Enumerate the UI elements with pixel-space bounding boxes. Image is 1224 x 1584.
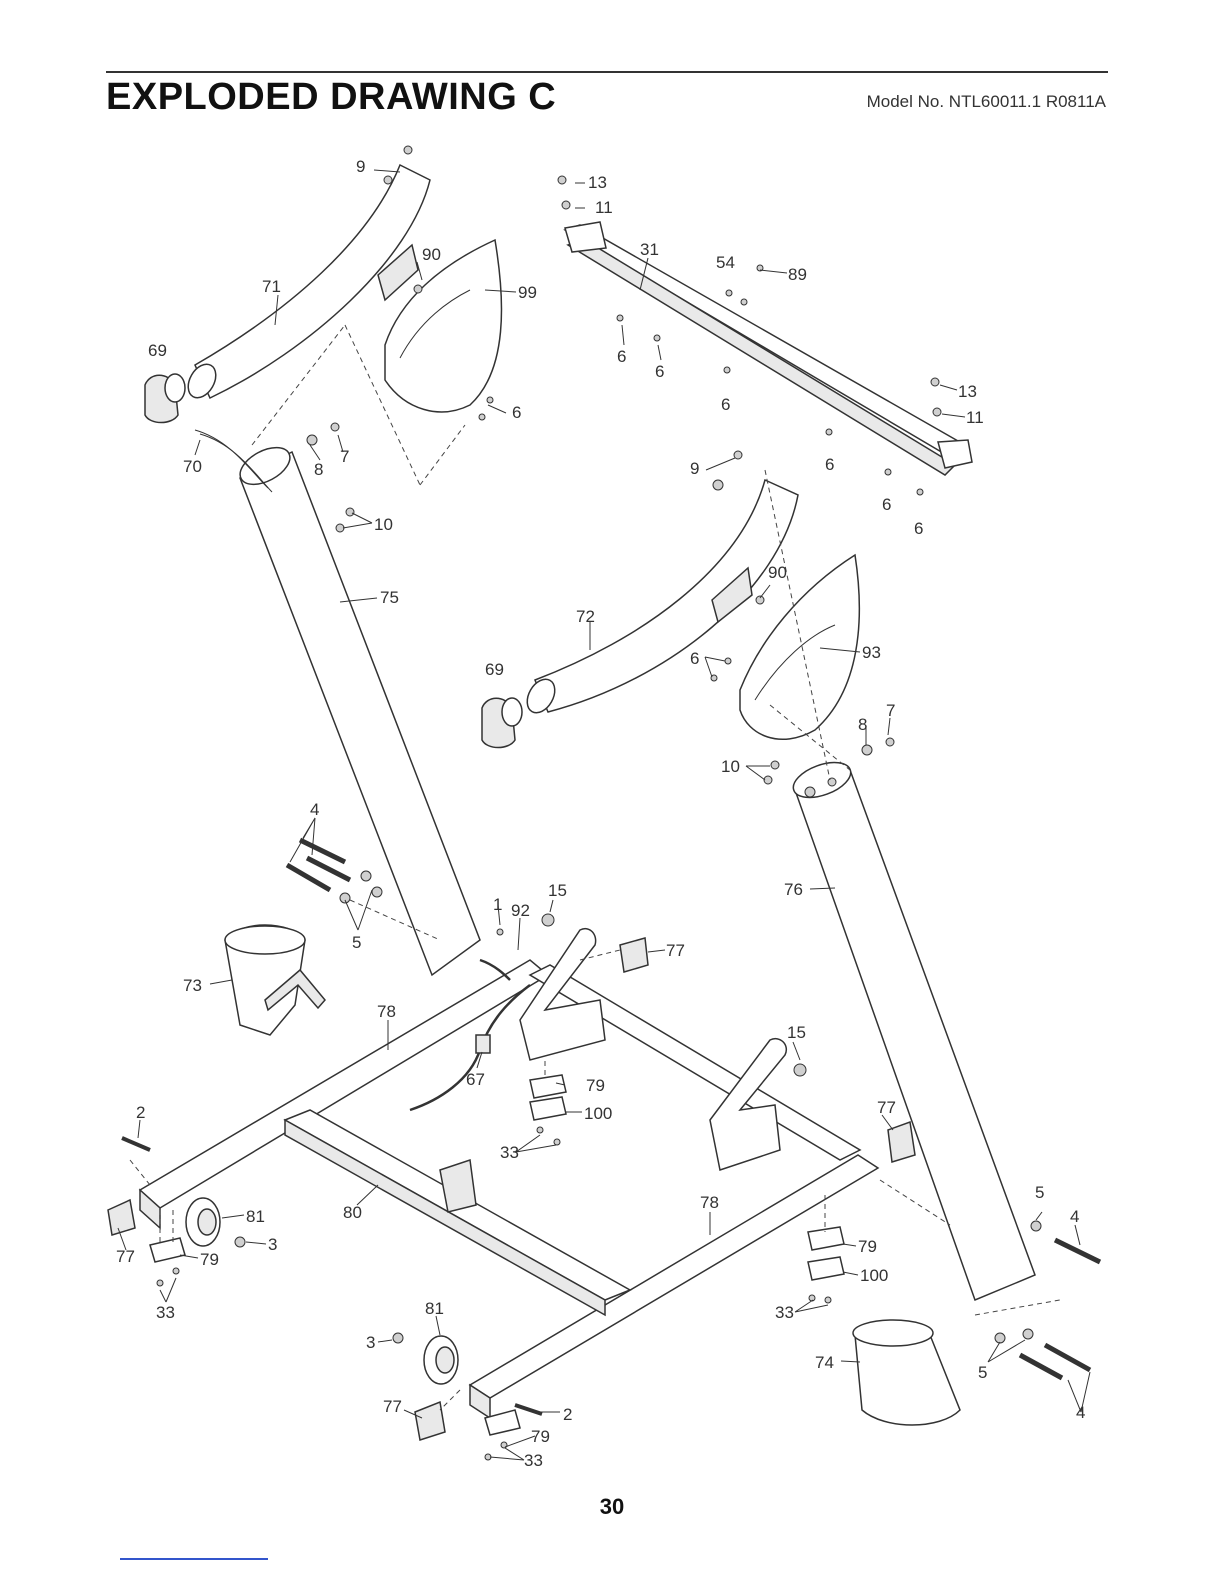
callout-77: 77 xyxy=(383,1397,402,1416)
upright-76 xyxy=(789,756,1035,1300)
callout-10: 10 xyxy=(374,515,393,534)
callout-9: 9 xyxy=(690,459,699,478)
callout-74: 74 xyxy=(815,1353,834,1372)
callout-6: 6 xyxy=(617,347,626,366)
callout-11: 11 xyxy=(595,198,613,217)
callout-69: 69 xyxy=(485,660,504,679)
base-cover-74 xyxy=(853,1320,960,1425)
callout-7: 7 xyxy=(886,701,895,720)
callout-81: 81 xyxy=(246,1207,265,1226)
callout-9: 9 xyxy=(356,157,365,176)
callout-7: 7 xyxy=(340,447,349,466)
callout-4: 4 xyxy=(310,800,319,819)
callout-92: 92 xyxy=(511,901,530,920)
callout-1: 1 xyxy=(493,895,502,914)
callout-81: 81 xyxy=(425,1299,444,1318)
callout-90: 90 xyxy=(422,245,441,264)
callout-5: 5 xyxy=(1035,1183,1044,1202)
callout-13: 13 xyxy=(588,173,607,192)
callout-54: 54 xyxy=(716,253,735,272)
callout-77: 77 xyxy=(666,941,685,960)
callout-33: 33 xyxy=(524,1451,543,1470)
callout-75: 75 xyxy=(380,588,399,607)
callout-78: 78 xyxy=(377,1002,396,1021)
footer-link-underline[interactable] xyxy=(120,1558,268,1560)
callout-100: 100 xyxy=(584,1104,612,1123)
callout-11: 11 xyxy=(966,408,984,427)
callout-3: 3 xyxy=(268,1235,277,1254)
callout-71: 71 xyxy=(262,277,281,296)
callout-90: 90 xyxy=(768,563,787,582)
callout-33: 33 xyxy=(500,1143,519,1162)
wheel-81-left xyxy=(186,1198,220,1246)
callout-8: 8 xyxy=(858,715,867,734)
callout-79: 79 xyxy=(858,1237,877,1256)
callout-76: 76 xyxy=(784,880,803,899)
callout-93: 93 xyxy=(862,643,881,662)
callout-15: 15 xyxy=(787,1023,806,1042)
side-cover-93 xyxy=(740,555,859,739)
page-number: 30 xyxy=(0,1494,1224,1520)
callout-77: 77 xyxy=(877,1098,896,1117)
callout-5: 5 xyxy=(978,1363,987,1382)
callout-8: 8 xyxy=(314,460,323,479)
callout-79: 79 xyxy=(531,1427,550,1446)
callout-2: 2 xyxy=(136,1103,145,1122)
callout-6: 6 xyxy=(721,395,730,414)
callout-6: 6 xyxy=(512,403,521,422)
callout-3: 3 xyxy=(366,1333,375,1352)
callout-15: 15 xyxy=(548,881,567,900)
callout-5: 5 xyxy=(352,933,361,952)
callout-79: 79 xyxy=(200,1250,219,1269)
callout-67: 67 xyxy=(466,1070,485,1089)
upright-75 xyxy=(195,430,480,975)
callout-73: 73 xyxy=(183,976,202,995)
callout-89: 89 xyxy=(788,265,807,284)
callout-6: 6 xyxy=(690,649,699,668)
callout-13: 13 xyxy=(958,382,977,401)
callout-33: 33 xyxy=(775,1303,794,1322)
callout-100: 100 xyxy=(860,1266,888,1285)
callout-78: 78 xyxy=(700,1193,719,1212)
callout-70: 70 xyxy=(183,457,202,476)
callout-99: 99 xyxy=(518,283,537,302)
callout-80: 80 xyxy=(343,1203,362,1222)
callout-6: 6 xyxy=(825,455,834,474)
callout-4: 4 xyxy=(1070,1207,1079,1226)
callout-31: 31 xyxy=(640,240,659,259)
callout-69: 69 xyxy=(148,341,167,360)
callout-4: 4 xyxy=(1076,1403,1085,1422)
end-cap-69-left xyxy=(145,374,185,423)
callout-33: 33 xyxy=(156,1303,175,1322)
callout-79: 79 xyxy=(586,1076,605,1095)
callout-6: 6 xyxy=(914,519,923,538)
callout-6: 6 xyxy=(882,495,891,514)
callout-77: 77 xyxy=(116,1247,135,1266)
callout-10: 10 xyxy=(721,757,740,776)
wheel-81-right xyxy=(424,1336,458,1384)
callout-6: 6 xyxy=(655,362,664,381)
base-cover-73 xyxy=(225,925,325,1035)
callout-72: 72 xyxy=(576,607,595,626)
callout-2: 2 xyxy=(563,1405,572,1424)
end-cap-69-right xyxy=(482,698,522,748)
